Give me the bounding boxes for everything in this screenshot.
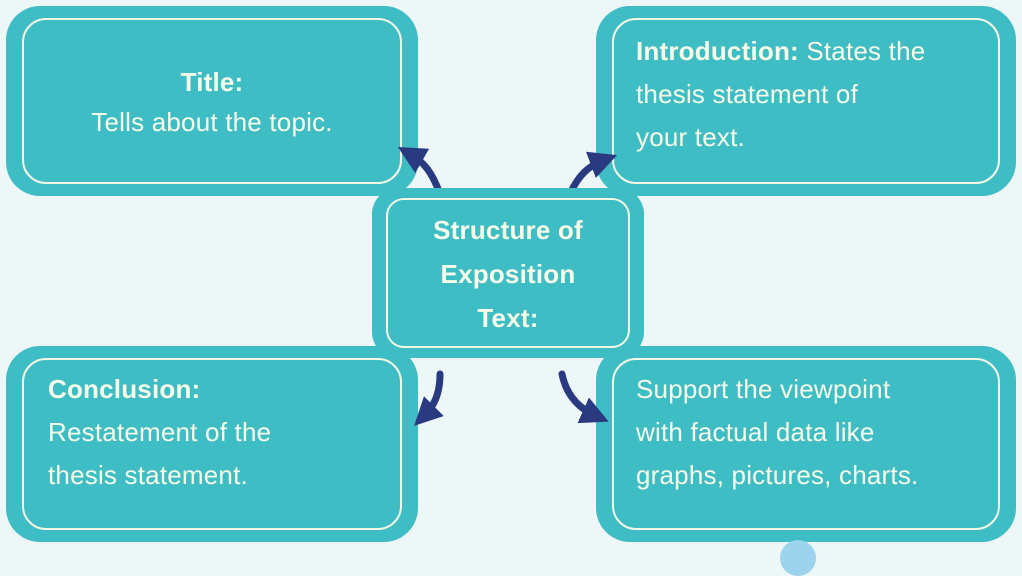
- introduction-card-heading: Introduction:: [636, 36, 799, 66]
- title-card-body: Tells about the topic.: [91, 107, 333, 137]
- center-card-line2: Exposition: [440, 259, 576, 289]
- center-card-line1: Structure of: [433, 215, 583, 245]
- conclusion-card-border: [22, 358, 402, 530]
- decorative-circle: [780, 540, 816, 576]
- center-card: Structure of Exposition Text:: [372, 188, 644, 358]
- introduction-card-line2: thesis statement of: [636, 79, 859, 109]
- arrow-to-support: [558, 370, 609, 424]
- arrow-to-conclusion: [414, 370, 444, 426]
- support-card-text: Support the viewpoint with factual data …: [636, 368, 1000, 497]
- title-card: Title: Tells about the topic.: [6, 6, 418, 196]
- introduction-card-border: [612, 18, 1000, 184]
- conclusion-card-text: Conclusion: Restatement of the thesis st…: [48, 368, 402, 497]
- title-card-text: Title: Tells about the topic.: [24, 62, 400, 142]
- support-card-line2: with factual data like: [636, 417, 875, 447]
- conclusion-card-line2: Restatement of the: [48, 417, 272, 447]
- support-card: Support the viewpoint with factual data …: [596, 346, 1016, 542]
- introduction-card-line3: your text.: [636, 122, 745, 152]
- center-card-line3: Text:: [477, 303, 539, 333]
- center-card-text: Structure of Exposition Text:: [388, 208, 628, 340]
- title-card-border: [22, 18, 402, 184]
- center-card-border: [386, 198, 630, 348]
- introduction-card: Introduction: States the thesis statemen…: [596, 6, 1016, 196]
- support-card-line3: graphs, pictures, charts.: [636, 460, 919, 490]
- support-card-line1: Support the viewpoint: [636, 374, 891, 404]
- support-card-border: [612, 358, 1000, 530]
- introduction-card-line1: States the: [798, 36, 926, 66]
- conclusion-card: Conclusion: Restatement of the thesis st…: [6, 346, 418, 542]
- conclusion-card-line3: thesis statement.: [48, 460, 248, 490]
- title-card-heading: Title:: [180, 67, 244, 97]
- conclusion-card-heading: Conclusion:: [48, 374, 201, 404]
- introduction-card-text: Introduction: States the thesis statemen…: [636, 30, 1000, 159]
